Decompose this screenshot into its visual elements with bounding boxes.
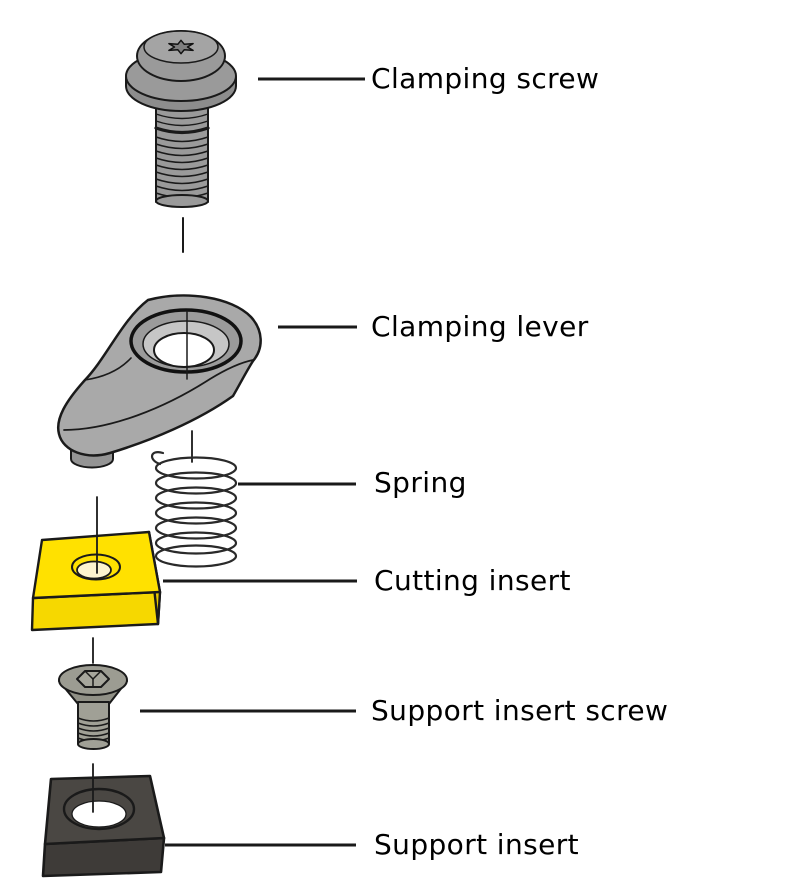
support-insert-drawing	[41, 763, 166, 878]
support-insert-screw-drawing	[58, 637, 128, 750]
spring-drawing	[151, 451, 238, 568]
label-spring: Spring	[374, 466, 467, 499]
label-clamping-screw: Clamping screw	[371, 62, 600, 95]
label-support-insert-screw: Support insert screw	[371, 694, 669, 727]
cutting-insert-drawing	[30, 496, 162, 632]
label-clamping-lever: Clamping lever	[371, 310, 589, 343]
clamping-screw-drawing	[125, 30, 237, 253]
clamping-lever-drawing	[56, 294, 262, 469]
torx-socket	[168, 39, 194, 55]
label-support-insert: Support insert	[374, 828, 580, 861]
label-cutting-insert: Cutting insert	[374, 564, 571, 597]
